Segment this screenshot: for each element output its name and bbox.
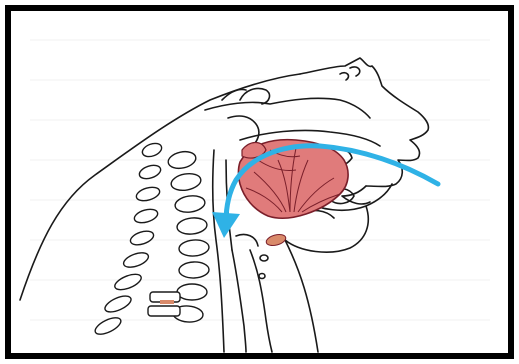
vertebra (177, 284, 207, 300)
vertebra (179, 261, 210, 278)
vertebral-body (148, 306, 180, 316)
disc-accent (160, 300, 174, 304)
